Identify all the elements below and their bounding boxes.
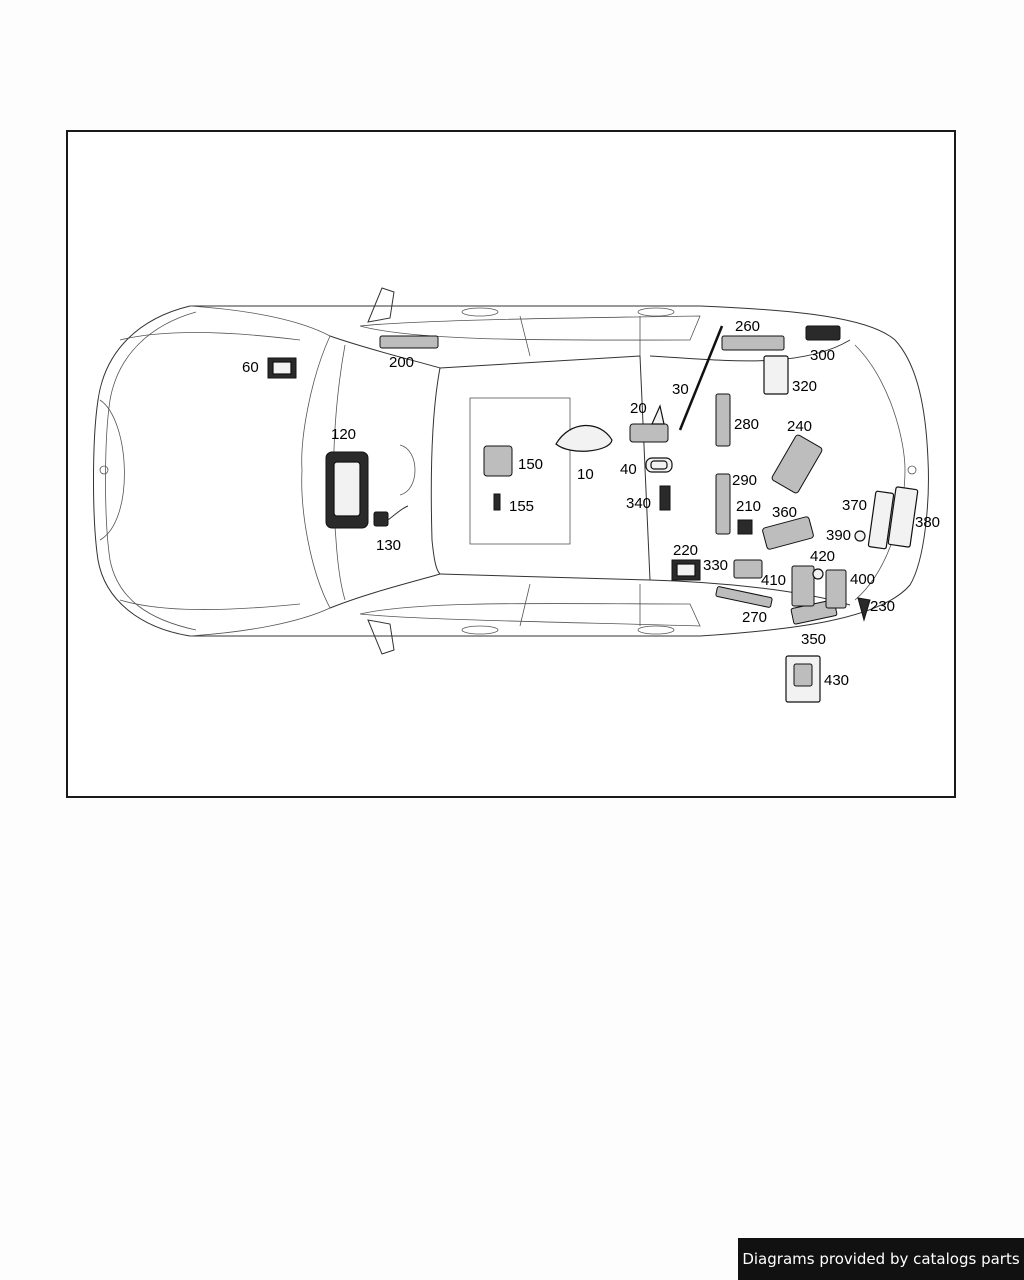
part-400-bracket <box>825 569 847 609</box>
callout-300: 300 <box>810 347 835 364</box>
callout-340: 340 <box>626 495 651 512</box>
callout-labels: 10 20 30 40 60 120 130 150 155 200 210 2… <box>242 318 940 689</box>
part-60-module <box>267 357 297 379</box>
part-420-clip <box>812 568 824 580</box>
callout-230: 230 <box>870 598 895 615</box>
callout-40: 40 <box>620 461 637 478</box>
callout-380: 380 <box>915 514 940 531</box>
part-360-control-unit <box>762 516 814 550</box>
part-20-antenna-module <box>629 404 669 443</box>
part-410-bracket <box>791 565 815 607</box>
part-430-module <box>785 655 821 703</box>
part-200-antenna-strip <box>379 335 439 349</box>
part-380-module <box>887 486 919 548</box>
part-10-antenna-cover <box>555 424 613 452</box>
part-220-bracket <box>671 559 701 581</box>
callout-60: 60 <box>242 359 259 376</box>
callout-420: 420 <box>810 548 835 565</box>
callout-390: 390 <box>826 527 851 544</box>
part-340-connector <box>659 485 671 511</box>
part-240-control-unit <box>771 434 823 494</box>
callout-330: 330 <box>703 557 728 574</box>
callout-200: 200 <box>389 354 414 371</box>
part-280-antenna-module <box>715 393 731 447</box>
credit-text: Diagrams provided by catalogs parts <box>742 1250 1020 1268</box>
callout-150: 150 <box>518 456 543 473</box>
callout-240: 240 <box>787 418 812 435</box>
callout-350: 350 <box>801 631 826 648</box>
callout-290: 290 <box>732 472 757 489</box>
part-130-sensor <box>373 505 409 527</box>
part-270-strip <box>715 586 773 608</box>
callout-260: 260 <box>735 318 760 335</box>
part-260-amplifier <box>721 335 785 351</box>
callout-30: 30 <box>672 381 689 398</box>
part-155-screw <box>493 493 501 511</box>
callout-400: 400 <box>850 571 875 588</box>
part-330-module <box>733 559 763 579</box>
part-320-module <box>763 355 789 395</box>
callout-410: 410 <box>761 572 786 589</box>
callout-130: 130 <box>376 537 401 554</box>
part-30-rod-antenna <box>678 325 724 431</box>
part-120-control-unit <box>325 451 369 529</box>
part-370-bracket <box>867 490 895 550</box>
part-210-connector <box>737 519 753 535</box>
part-40-seal <box>645 457 673 473</box>
callout-320: 320 <box>792 378 817 395</box>
part-290-antenna-module <box>715 473 731 535</box>
callout-120: 120 <box>331 426 356 443</box>
callout-370: 370 <box>842 497 867 514</box>
callout-430: 430 <box>824 672 849 689</box>
callout-270: 270 <box>742 609 767 626</box>
car-outline <box>93 287 929 655</box>
callout-210: 210 <box>736 498 761 515</box>
callout-20: 20 <box>630 400 647 417</box>
callout-280: 280 <box>734 416 759 433</box>
part-390-nut <box>854 530 866 542</box>
credit-banner: Diagrams provided by catalogs parts <box>738 1238 1024 1280</box>
part-150-module <box>483 445 513 477</box>
callout-220: 220 <box>673 542 698 559</box>
callout-360: 360 <box>772 504 797 521</box>
callout-155: 155 <box>509 498 534 515</box>
part-230-clip <box>857 597 871 622</box>
callout-10: 10 <box>577 466 594 483</box>
part-300-connector <box>805 325 841 341</box>
